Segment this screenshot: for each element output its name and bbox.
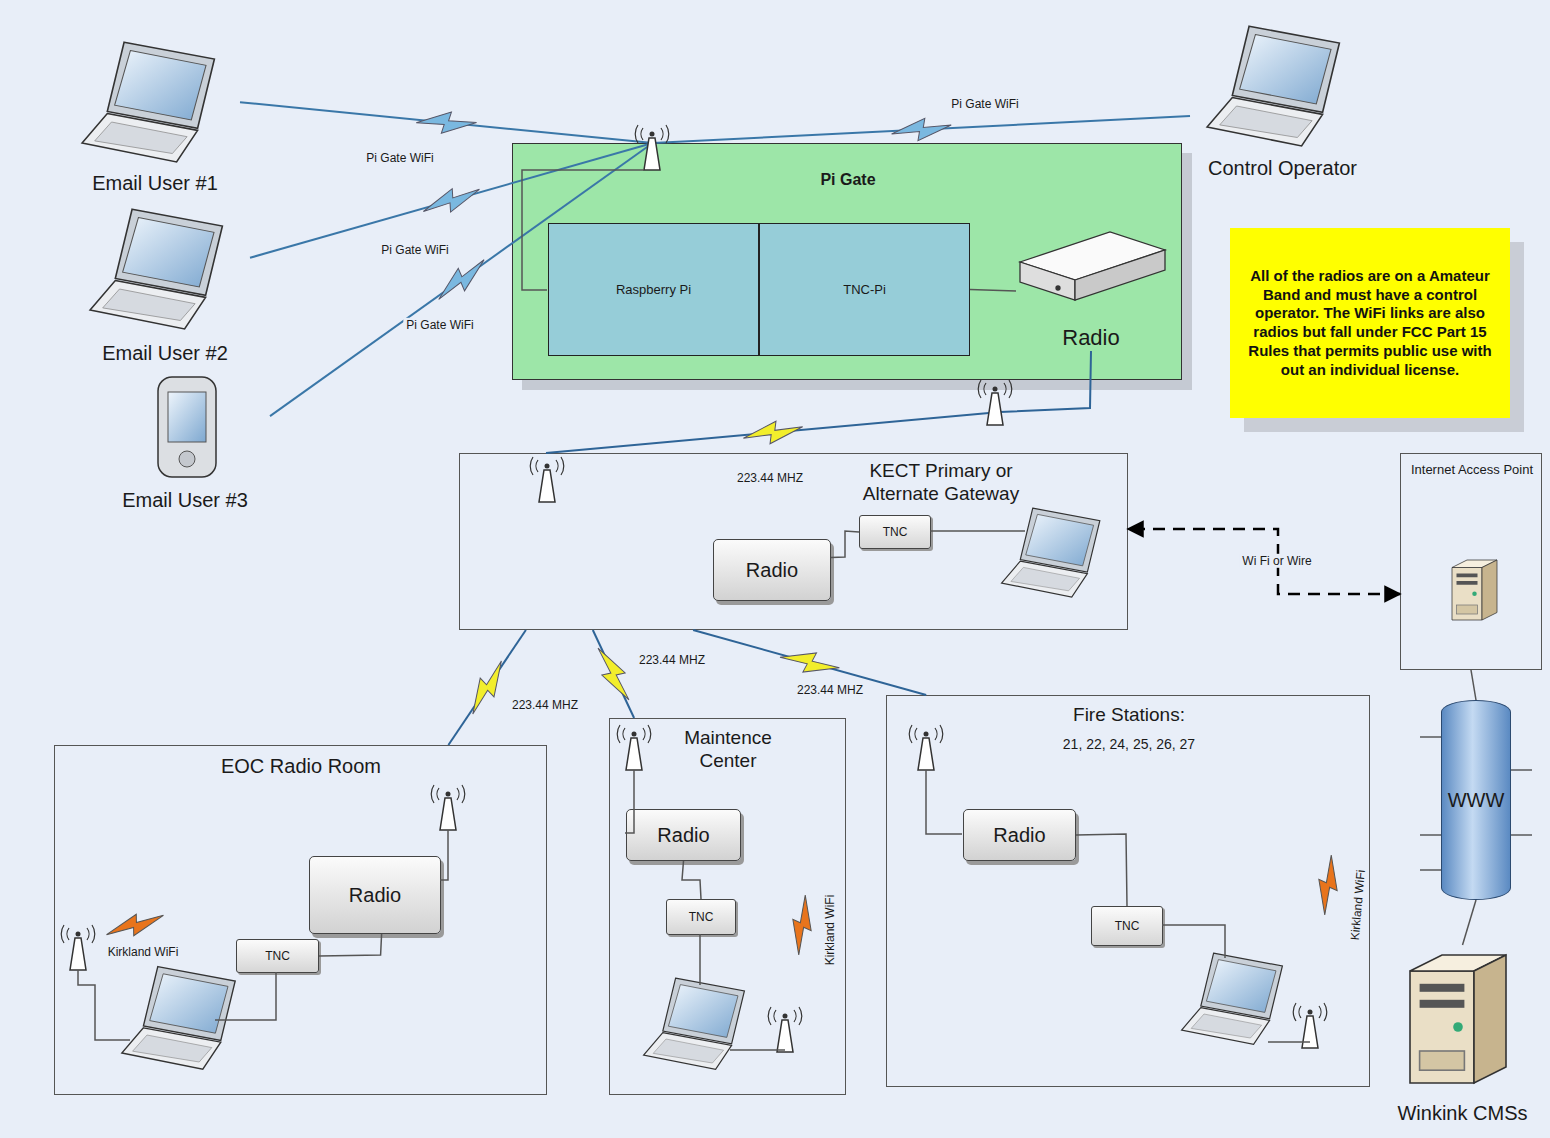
- wire-connector: [831, 531, 859, 558]
- laptop-user: Control Operator: [1190, 20, 1375, 180]
- pi-board: TNC-Pi: [759, 223, 970, 356]
- pi-gate-box: Pi GateRaspberry Pi TNC-PiRadio: [512, 143, 1182, 380]
- group-heading: Fire Stations:: [1029, 704, 1229, 727]
- radio-box: Radio: [309, 856, 441, 934]
- phone-icon: [158, 377, 216, 477]
- edge-label: Pi Gate WiFi: [363, 151, 436, 165]
- laptop-icons: [82, 26, 1339, 1069]
- pi-board: Raspberry Pi: [548, 223, 759, 356]
- site-box: Fire Stations: 21, 22, 24, 25, 26, 27 Radi…: [886, 695, 1370, 1087]
- group-heading: Maintence Center: [673, 727, 783, 773]
- node-label: Control Operator: [1208, 156, 1357, 180]
- edge-label: Pi Gate WiFi: [948, 97, 1021, 111]
- edge-label: Pi Gate WiFi: [378, 243, 451, 257]
- edge-label: Wi Fi or Wire: [1239, 554, 1314, 568]
- network-link: [1128, 529, 1400, 594]
- lightning-symbol: [742, 419, 804, 446]
- node-label: Email User #2: [102, 341, 228, 365]
- lightning-symbol: [778, 644, 842, 681]
- node-label: TNC: [1115, 919, 1140, 933]
- antenna-icons: [61, 125, 1327, 1052]
- node-label: Email User #3: [122, 488, 248, 512]
- node-label: WWW: [1448, 788, 1505, 812]
- wire-connector: [319, 934, 382, 956]
- wire-connector: [1463, 900, 1477, 945]
- node-label: TNC: [265, 949, 290, 963]
- access-point-box: Internet Access Point: [1400, 453, 1542, 670]
- node-label: Radio: [993, 823, 1045, 847]
- lightning-symbol: [891, 117, 952, 142]
- node-label: Radio: [1062, 325, 1119, 351]
- radio-link: [593, 630, 634, 718]
- internet-cylinder: WWW: [1441, 700, 1511, 900]
- radio-link: [448, 630, 526, 745]
- radio-icon: Radio: [1016, 231, 1166, 351]
- site-box: EOC Radio RoomRadioTNC: [54, 745, 547, 1095]
- wire-connector: [1076, 834, 1127, 906]
- wire-connector: [682, 861, 701, 899]
- edge-label: 223.44 MHZ: [734, 471, 806, 485]
- node-label: TNC: [883, 525, 908, 539]
- lightning-symbol: [461, 656, 513, 718]
- wire-connector: [1471, 670, 1476, 700]
- radio-box: Radio: [713, 539, 831, 601]
- radio-box: Radio: [963, 809, 1076, 861]
- tnc-box: TNC: [1091, 906, 1163, 946]
- group-heading: KECT Primary or Alternate Gateway: [836, 460, 1046, 506]
- group-heading: Pi Gate: [773, 170, 923, 189]
- note-text: All of the radios are on a Amateur Band …: [1238, 267, 1502, 380]
- node-label: Radio: [349, 883, 401, 907]
- phone-user: Email User #3: [100, 375, 270, 512]
- edge-label: 223.44 MHZ: [509, 698, 581, 712]
- node-label: Winkink CMSs: [1397, 1101, 1527, 1125]
- lightning-symbol: [420, 182, 484, 220]
- node-label: TNC-Pi: [843, 282, 886, 298]
- tnc-box: TNC: [666, 899, 736, 935]
- radio-link: [240, 102, 653, 143]
- radio-box: Radio: [626, 809, 741, 861]
- node-label: Radio: [657, 823, 709, 847]
- edge-label: 223.44 MHZ: [636, 653, 708, 667]
- laptop-user: Email User #1: [70, 35, 240, 195]
- note-box: All of the radios are on a Amateur Band …: [1230, 228, 1510, 418]
- node-label: TNC: [689, 910, 714, 924]
- node-label: Radio: [746, 558, 798, 582]
- group-heading: Internet Access Point: [1407, 462, 1537, 478]
- wifi-label: Kirkland WiFi: [1348, 869, 1368, 941]
- laptop-user: Email User #2: [80, 205, 250, 365]
- wifi-label: Kirkland WiFi: [823, 895, 837, 966]
- group-heading: EOC Radio Room: [201, 754, 401, 778]
- lightning-symbol: [591, 642, 636, 706]
- tnc-box: TNC: [236, 939, 319, 973]
- wifi-label: Kirkland WiFi: [108, 945, 179, 959]
- server-icon: Winkink CMSs: [1380, 945, 1545, 1125]
- edge-label: 223.44 MHZ: [794, 683, 866, 697]
- edge-label: Pi Gate WiFi: [403, 318, 476, 332]
- tnc-box: TNC: [859, 515, 931, 549]
- site-box: Maintence CenterRadioTNC: [609, 718, 846, 1095]
- node-label: Raspberry Pi: [616, 282, 691, 298]
- node-label: Email User #1: [92, 171, 218, 195]
- lightning-symbol: [415, 109, 477, 137]
- lightning-symbol: [431, 253, 493, 306]
- radio-link: [653, 116, 1190, 143]
- group-heading: 21, 22, 24, 25, 26, 27: [999, 736, 1259, 753]
